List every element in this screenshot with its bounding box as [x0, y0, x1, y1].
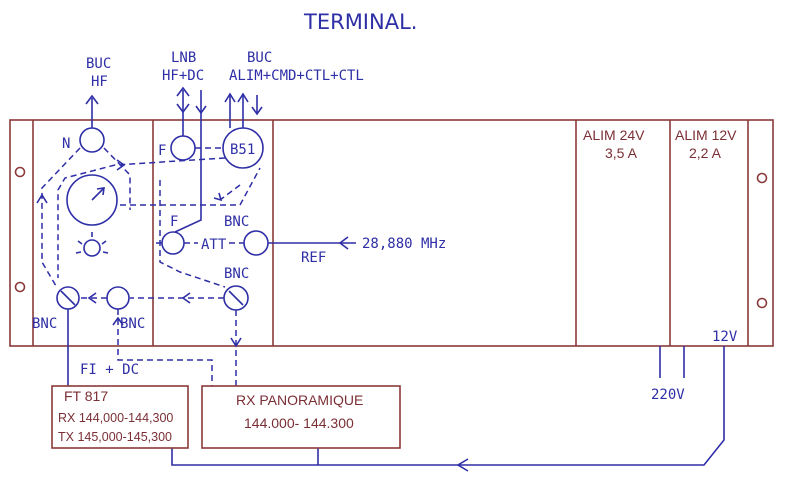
- rx-panoramique-box: [201, 385, 401, 449]
- internal-wiring: [36, 112, 261, 386]
- rx-panoramique-name: RX PANORAMIQUE: [236, 392, 363, 408]
- supply-arrow: [456, 458, 469, 472]
- connector-n: [79, 127, 105, 153]
- out-12v-label: 12V: [712, 329, 738, 345]
- connector-b51: [222, 127, 264, 169]
- alim24-label: ALIM 24V: [583, 127, 645, 143]
- meter-gauge: [66, 174, 118, 226]
- rack-ear-hole: [756, 297, 768, 309]
- lnb-label-2: HF+DC: [162, 68, 204, 84]
- buc-hf-label-2: HF: [91, 74, 108, 90]
- indicator-lamp: [75, 232, 109, 257]
- diagram-title: TERMINAL.: [303, 10, 417, 34]
- connector-bnc-left-label: BNC: [32, 316, 57, 332]
- ft817-tx: TX 145,000-145,300: [58, 430, 172, 444]
- connector-f-lnb-label: F: [158, 143, 166, 159]
- ref-frequency: 28,880 MHz: [362, 236, 446, 252]
- rack-ear-hole: [14, 166, 26, 178]
- ft817-name: FT 817: [64, 388, 108, 404]
- ft817-rx: RX 144,000-144,300: [58, 411, 173, 425]
- rack-ear-hole: [14, 281, 26, 293]
- connector-bnc-splitter-label: BNC: [224, 266, 249, 282]
- ft817-box: [51, 385, 189, 449]
- connector-b51-label: B51: [230, 142, 255, 158]
- alim24-current: 3,5 A: [605, 145, 638, 161]
- alim12-label: ALIM 12V: [675, 127, 737, 143]
- attenuator-label: ATT: [201, 237, 227, 253]
- connector-bnc-mid: [106, 286, 130, 310]
- connector-f-lnb: [170, 135, 196, 161]
- connector-f-att: [161, 231, 185, 255]
- fi-dc-label: FI + DC: [80, 362, 139, 378]
- connector-bnc-mid-label: BNC: [120, 316, 145, 332]
- ref-label: REF: [301, 250, 326, 266]
- connector-n-label: N: [62, 136, 70, 152]
- rx-panoramique-range: 144.000- 144.300: [244, 415, 354, 431]
- connector-bnc-ref: [243, 230, 269, 256]
- mains-label: 220V: [651, 387, 685, 403]
- rack-ear-hole: [756, 172, 768, 184]
- connector-bnc-ref-label: BNC: [224, 214, 249, 230]
- buc-hf-label-1: BUC: [86, 56, 111, 72]
- buc2-label-1: BUC: [247, 50, 272, 66]
- connector-f-att-label: F: [170, 214, 178, 230]
- alim12-current: 2,2 A: [689, 145, 722, 161]
- rack-chassis: [9, 119, 774, 347]
- buc2-label-2: ALIM+CMD+CTL+CTL: [229, 68, 364, 84]
- lnb-label-1: LNB: [171, 50, 196, 66]
- supply-12v-wire: [171, 346, 725, 466]
